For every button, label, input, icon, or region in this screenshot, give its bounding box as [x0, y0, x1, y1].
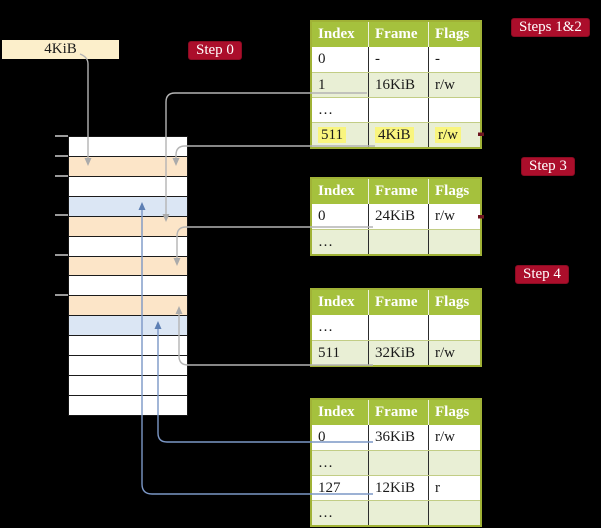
- highlighted-value: r/w: [435, 127, 461, 143]
- frame-cell: [369, 501, 429, 525]
- memory-tick: [55, 214, 68, 216]
- table-row: 0 36KiB r/w: [312, 425, 480, 450]
- table-row-highlighted: 511 4KiB r/w: [312, 122, 480, 147]
- frame-cell: [369, 98, 429, 122]
- index-cell: …: [312, 230, 369, 254]
- table-header-row: Index Frame Flags: [312, 400, 480, 425]
- memory-row: [69, 356, 187, 377]
- memory-tick: [55, 175, 68, 177]
- memory-row: [69, 176, 187, 197]
- column-header: Index: [312, 290, 369, 315]
- flags-cell: [429, 501, 480, 525]
- table-row: 0 - -: [312, 47, 480, 72]
- memory-tick: [55, 155, 68, 157]
- flags-cell: r/w: [435, 345, 455, 361]
- flags-cell: [429, 315, 480, 340]
- memory-row: [69, 395, 187, 415]
- flags-cell: [429, 230, 480, 254]
- flags-cell: r/w: [435, 208, 455, 224]
- column-header: Index: [312, 179, 369, 204]
- index-cell: 0: [312, 47, 369, 72]
- memory-tick: [55, 294, 68, 296]
- flags-cell: -: [435, 51, 440, 67]
- frame-cell: 32KiB: [369, 341, 429, 365]
- index-cell: 0: [312, 204, 369, 229]
- flags-cell: r/w: [429, 123, 480, 147]
- column-header: Frame: [369, 290, 429, 315]
- index-cell: …: [312, 98, 369, 122]
- memory-tick: [55, 135, 68, 137]
- column-header: Frame: [369, 400, 429, 425]
- column-header: Frame: [369, 22, 429, 47]
- step-0-label: Step 0: [188, 41, 242, 60]
- memory-row: [69, 137, 187, 157]
- frame-size-box: 4KiB: [2, 40, 119, 59]
- frame-cell: [369, 451, 429, 475]
- table-row: 0 24KiB r/w: [312, 204, 480, 229]
- step-3-label: Step 3: [521, 157, 575, 176]
- index-cell: …: [312, 451, 369, 475]
- page-table-step-4: Index Frame Flags … 511 32KiB r/w: [310, 288, 482, 367]
- table-row: …: [312, 500, 480, 525]
- frame-cell: 24KiB: [369, 204, 429, 229]
- column-header: Flags: [435, 294, 470, 310]
- steps-1-2-label: Steps 1&2: [511, 18, 590, 37]
- index-cell: …: [312, 501, 369, 525]
- memory-row: [69, 256, 187, 277]
- physical-memory-column: [68, 136, 188, 416]
- column-header: Flags: [435, 183, 470, 199]
- table-header-row: Index Frame Flags: [312, 290, 480, 315]
- column-header: Index: [312, 400, 369, 425]
- flags-cell: [429, 451, 480, 475]
- column-header: Flags: [435, 26, 470, 42]
- highlighted-value: 4KiB: [375, 127, 414, 143]
- frame-cell: 12KiB: [369, 476, 429, 500]
- table-row: 1 16KiB r/w: [312, 72, 480, 97]
- table-row: …: [312, 450, 480, 475]
- memory-row: [69, 376, 187, 396]
- column-header: Index: [312, 22, 369, 47]
- page-table-steps-1-2: Index Frame Flags 0 - - 1 16KiB r/w … 51…: [310, 20, 482, 149]
- frame-cell: 16KiB: [369, 73, 429, 97]
- memory-row: [69, 336, 187, 357]
- memory-row: [69, 156, 187, 177]
- highlighted-value: 511: [318, 127, 346, 143]
- memory-tick: [55, 254, 68, 256]
- frame-cell: 4KiB: [369, 123, 429, 147]
- table-row: …: [312, 229, 480, 254]
- flags-cell: r: [435, 480, 440, 496]
- flags-cell: r/w: [435, 429, 455, 445]
- memory-row: [69, 296, 187, 317]
- index-cell: …: [312, 315, 369, 340]
- frame-cell: 36KiB: [369, 425, 429, 450]
- frame-cell: [369, 315, 429, 340]
- page-table-leaf: Index Frame Flags 0 36KiB r/w … 127 12Ki…: [310, 398, 482, 527]
- table-row: 127 12KiB r: [312, 475, 480, 500]
- index-cell: 1: [312, 73, 369, 97]
- step-4-label: Step 4: [515, 265, 569, 284]
- column-header: Flags: [435, 404, 470, 420]
- column-header: Frame: [369, 179, 429, 204]
- table-row: …: [312, 315, 480, 340]
- index-cell: 511: [312, 341, 369, 365]
- index-cell: 127: [312, 476, 369, 500]
- table-header-row: Index Frame Flags: [312, 22, 480, 47]
- memory-row: [69, 196, 187, 217]
- memory-row: [69, 236, 187, 257]
- memory-row: [69, 316, 187, 337]
- page-table-step-3: Index Frame Flags 0 24KiB r/w …: [310, 177, 482, 256]
- table-header-row: Index Frame Flags: [312, 179, 480, 204]
- index-cell: 511: [312, 123, 369, 147]
- flags-cell: [429, 98, 480, 122]
- table-row: 511 32KiB r/w: [312, 340, 480, 365]
- index-cell: 0: [312, 425, 369, 450]
- frame-cell: [369, 230, 429, 254]
- flags-cell: r/w: [435, 77, 455, 93]
- frame-cell: -: [369, 47, 429, 72]
- memory-row: [69, 216, 187, 237]
- memory-row: [69, 276, 187, 297]
- table-row: …: [312, 97, 480, 122]
